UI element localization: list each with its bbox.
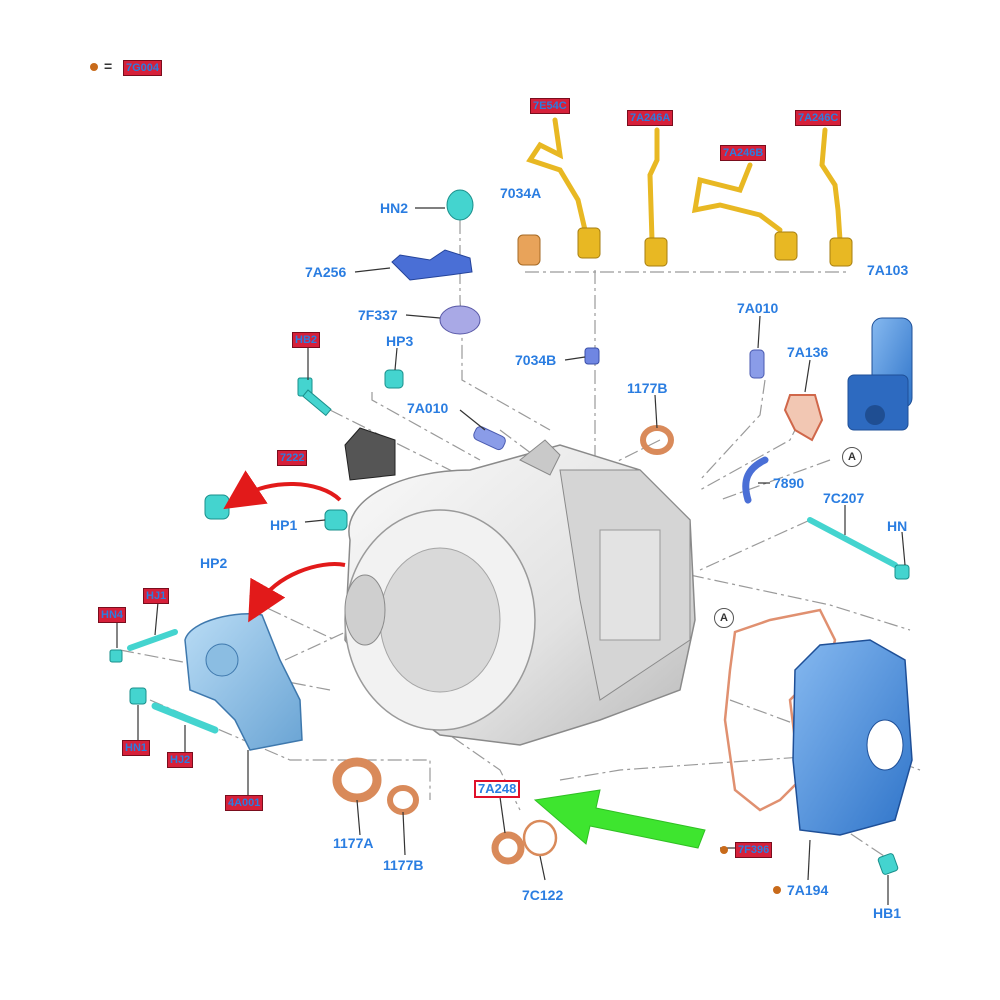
part-hb1: [877, 853, 899, 875]
part-hp3: [384, 369, 404, 389]
part-7c207: [807, 517, 898, 568]
label-1177b-top: 1177B: [627, 380, 668, 396]
legend-equals: =: [104, 58, 113, 74]
part-7890: [742, 456, 769, 504]
part-7a248: [491, 831, 525, 865]
part-hp2: [204, 494, 230, 520]
part-7a256: [391, 249, 473, 281]
part-7f337: [439, 305, 481, 335]
tag-hn4: HN4: [98, 607, 127, 623]
label-7a103: 7A103: [867, 262, 909, 278]
part-hj1: [127, 629, 178, 651]
harness-connectors: [577, 227, 853, 267]
label-hn2: HN2: [380, 200, 409, 216]
tag-7a246a: 7A246A: [627, 110, 674, 126]
legend-code: 7G004: [123, 60, 163, 76]
harness-group: [526, 117, 843, 243]
label-hp1: HP1: [270, 517, 298, 533]
transmission-housing: [344, 439, 696, 746]
label-1177a: 1177A: [333, 835, 374, 851]
label-7a256: 7A256: [305, 264, 347, 280]
part-7222: [344, 427, 396, 481]
part-hp1: [324, 509, 348, 531]
part-hb2: [297, 377, 332, 417]
tag-7a246c: 7A246C: [795, 110, 842, 126]
label-1177b-bottom: 1177B: [383, 857, 424, 873]
tag-hb2: HB2: [292, 332, 321, 348]
tag-7a246b: 7A246B: [720, 145, 767, 161]
tag-7222: 7222: [277, 450, 308, 466]
part-hn-right: [894, 564, 910, 580]
part-7a136: [783, 394, 824, 442]
part-7c122: [522, 819, 558, 857]
part-4a001: [184, 613, 303, 751]
part-hn2: [446, 189, 474, 221]
tag-hn1: HN1: [122, 740, 151, 756]
label-7890: 7890: [773, 475, 805, 491]
part-1177b-top: [640, 425, 674, 455]
dot-7f396: [720, 846, 728, 854]
part-7034a: [517, 234, 541, 266]
callout-a-right: A: [842, 447, 862, 467]
label-7034b: 7034B: [515, 352, 557, 368]
label-7a010-right: 7A010: [737, 300, 779, 316]
tag-7a248: 7A248: [474, 780, 521, 798]
legend-dot: [90, 63, 98, 71]
part-1177b-bottom: [387, 785, 419, 815]
label-leaders: [116, 207, 906, 905]
label-7034a: 7034A: [500, 185, 542, 201]
label-7c207: 7C207: [823, 490, 865, 506]
label-hn-right: HN: [887, 518, 908, 534]
part-7a103: [847, 317, 913, 431]
label-7a136: 7A136: [787, 344, 829, 360]
label-7c122: 7C122: [522, 887, 564, 903]
tag-7f396: 7F396: [735, 842, 773, 858]
dot-7a194: [773, 886, 781, 894]
tag-7e54c: 7E54C: [530, 98, 570, 114]
part-hj2: [151, 702, 219, 734]
tag-4a001: 4A001: [225, 795, 264, 811]
green-arrow: [533, 789, 706, 849]
red-arrow-upper: [223, 470, 342, 510]
red-arrow-lower: [248, 562, 346, 623]
label-hp3: HP3: [386, 333, 414, 349]
part-7a010-left: [473, 426, 506, 451]
label-hb1: HB1: [873, 905, 902, 921]
label-7a194: 7A194: [787, 882, 829, 898]
part-7034b: [584, 347, 600, 365]
part-1177a: [332, 757, 382, 803]
tag-hj2: HJ2: [167, 752, 194, 768]
label-7a010-left: 7A010: [407, 400, 449, 416]
label-hp2: HP2: [200, 555, 228, 571]
part-hn1: [129, 687, 147, 705]
part-7a194: [792, 639, 913, 836]
callout-a-center: A: [714, 608, 734, 628]
label-7f337: 7F337: [358, 307, 398, 323]
part-hn4: [109, 649, 123, 663]
tag-hj1: HJ1: [143, 588, 170, 604]
part-7a010-right: [749, 349, 765, 379]
